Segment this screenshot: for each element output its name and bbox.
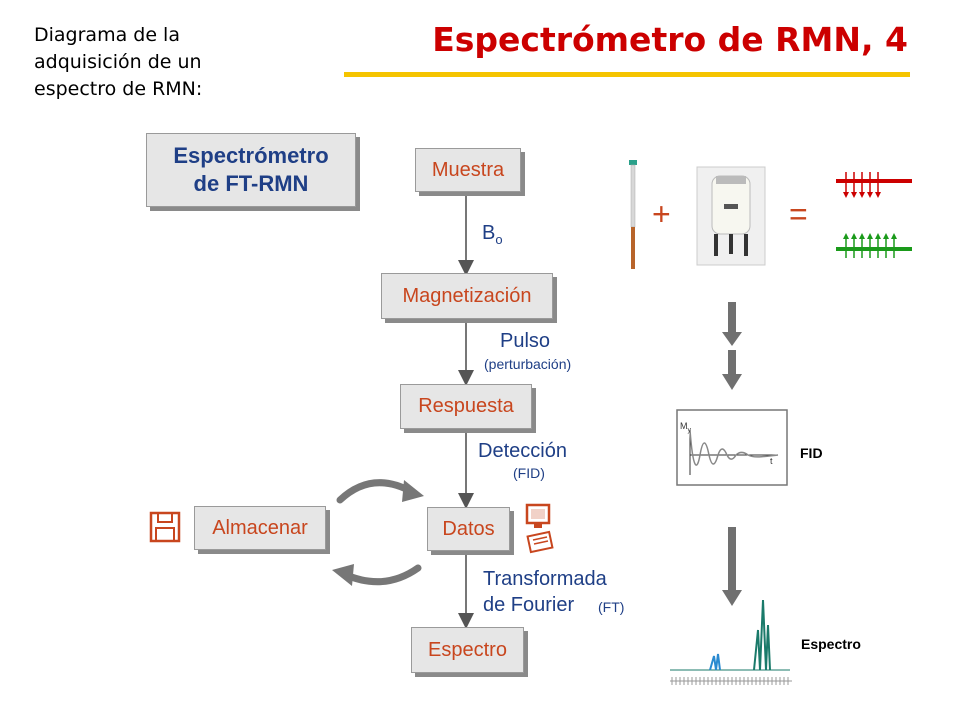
down-arrow-1 [722, 302, 742, 346]
label-pulso: Pulso [500, 330, 551, 352]
magnet-icon [696, 166, 766, 266]
step-almacenar: Almacenar [194, 506, 326, 550]
label-perturbacion: (perturbación) [484, 356, 572, 372]
label-transformada: Transformada [483, 568, 607, 590]
label-fid: (FID) [513, 465, 545, 481]
label-b0: Bo [482, 222, 503, 247]
spectrometer-line-2: de FT-RMN [193, 171, 309, 196]
spin-up-group [836, 233, 912, 258]
title-underline [344, 72, 910, 77]
step-respuesta: Respuesta [400, 384, 532, 429]
label-de-fourier: de Fourier [483, 594, 575, 616]
step-datos: Datos [427, 507, 510, 551]
label-b0-main: B [482, 222, 496, 244]
down-arrow-3 [722, 527, 742, 606]
step-espectro: Espectro [411, 627, 524, 673]
step-magnetizacion: Magnetización [381, 273, 553, 319]
fid-axis-x: t [770, 456, 773, 466]
plus-symbol: + [652, 196, 671, 232]
spectrum-label: Espectro [801, 636, 861, 652]
fid-axis-y-sub: y [687, 426, 692, 434]
subtitle-line-2: adquisición de un [34, 51, 202, 73]
spectrometer-line-1: Espectrómetro [173, 143, 329, 168]
slide-subtitle: Diagrama de la adquisición de un espectr… [34, 22, 274, 103]
step-muestra: Muestra [415, 148, 521, 192]
slide-title: Espectrómetro de RMN, 4 [432, 20, 908, 59]
down-arrow-2 [722, 350, 742, 390]
subtitle-line-3: espectro de RMN: [34, 78, 203, 100]
computer-icon [525, 503, 554, 554]
fid-axis-y-main: M [680, 421, 688, 431]
spin-down-group [836, 172, 912, 198]
nmr-tube-icon [629, 160, 637, 269]
label-b0-sub: o [495, 232, 503, 247]
fid-label: FID [800, 445, 823, 461]
spectrum-plot [670, 599, 792, 685]
equals-symbol: = [789, 196, 808, 232]
fid-plot [676, 409, 788, 486]
subtitle-line-1: Diagrama de la [34, 24, 180, 46]
refresh-arrows-icon [332, 479, 424, 586]
label-deteccion: Detección [478, 440, 567, 462]
fid-axis-y: My [680, 421, 691, 434]
floppy-disk-icon [149, 511, 181, 543]
spectrometer-box: Espectrómetro de FT-RMN [146, 133, 356, 207]
label-ft: (FT) [598, 599, 625, 615]
